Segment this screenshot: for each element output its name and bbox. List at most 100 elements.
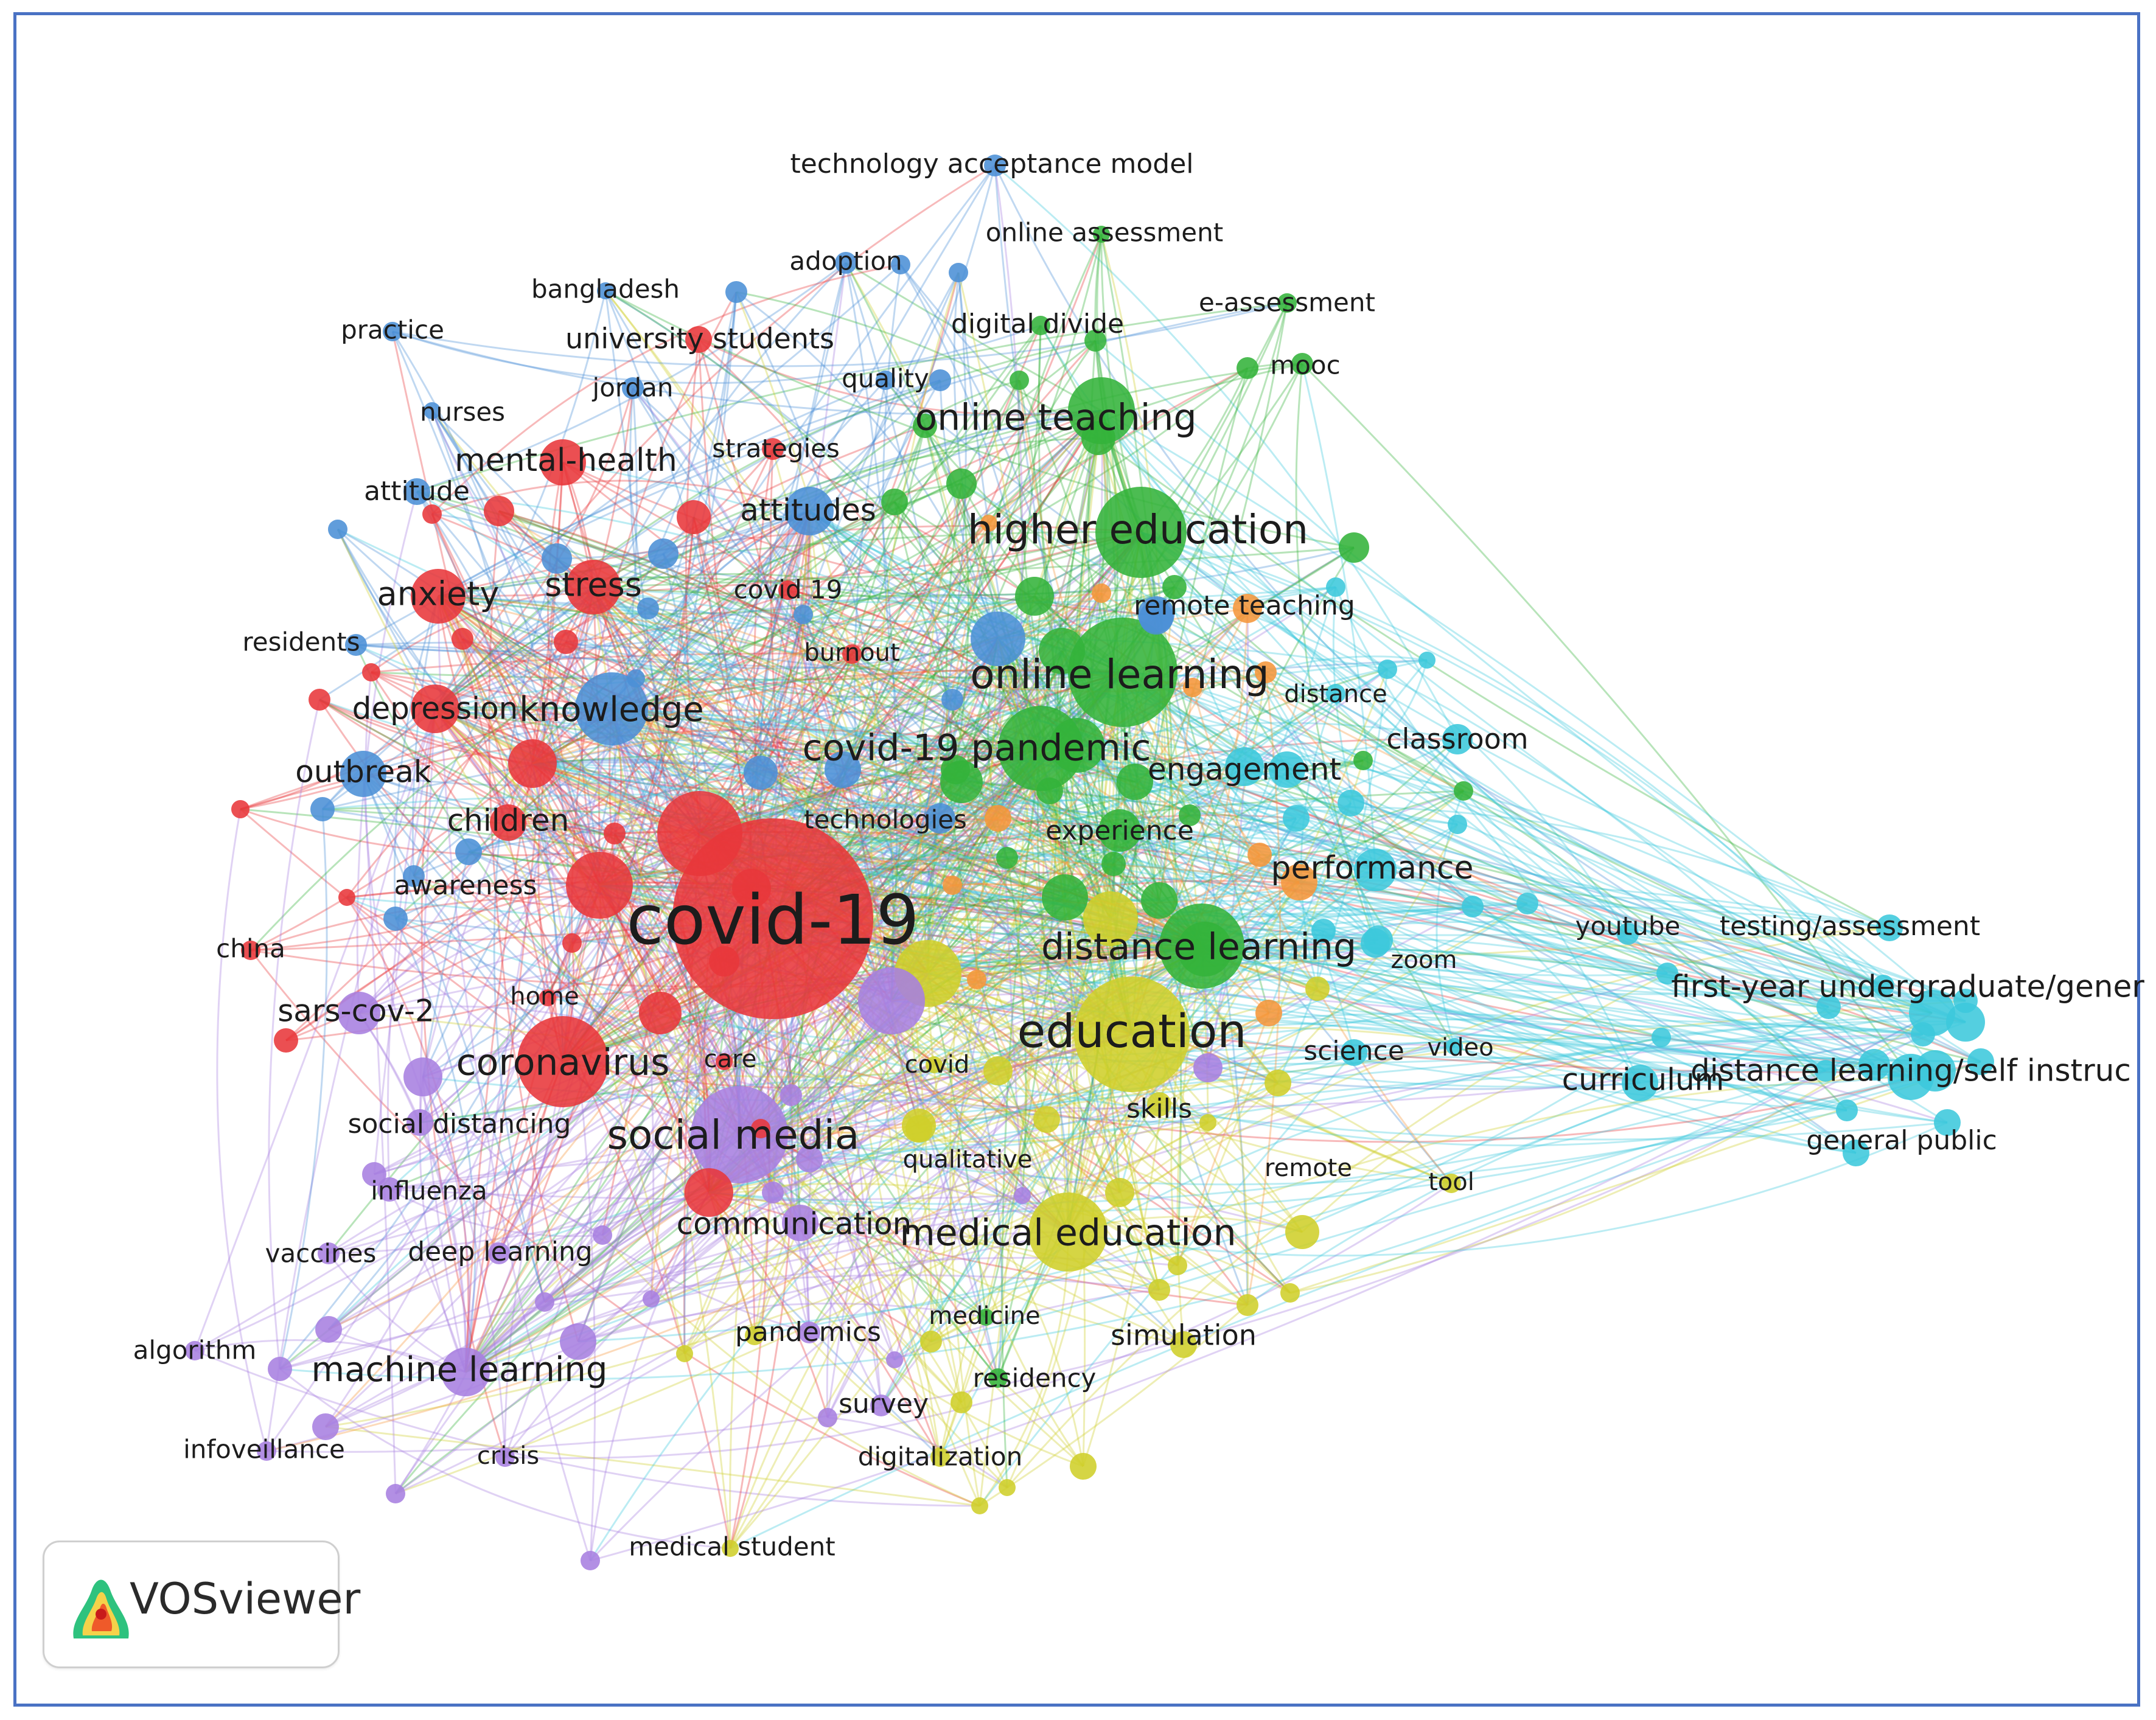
node-adoption[interactable] xyxy=(835,252,857,274)
node-label[interactable]: bangladesh xyxy=(531,274,680,304)
node[interactable] xyxy=(1281,864,1317,900)
node[interactable] xyxy=(780,1084,802,1106)
node[interactable] xyxy=(1911,1022,1935,1046)
node[interactable] xyxy=(1105,1178,1134,1207)
node-label[interactable]: burnout xyxy=(804,639,899,667)
node[interactable] xyxy=(676,1345,693,1362)
node[interactable] xyxy=(1042,874,1088,921)
node[interactable] xyxy=(941,689,963,711)
node-label[interactable]: anxiety xyxy=(377,575,500,613)
node[interactable] xyxy=(422,504,442,524)
node[interactable] xyxy=(1039,628,1085,674)
node[interactable] xyxy=(1934,1109,1961,1136)
node-children[interactable] xyxy=(490,804,526,841)
node-label[interactable]: medical education xyxy=(899,1212,1236,1255)
node[interactable] xyxy=(1265,1070,1291,1096)
node[interactable] xyxy=(920,1331,942,1353)
node[interactable] xyxy=(709,946,739,977)
node-covid-19[interactable] xyxy=(778,580,798,600)
node[interactable] xyxy=(562,933,582,953)
node[interactable] xyxy=(593,1225,612,1245)
node-e-assessment[interactable] xyxy=(1277,293,1297,313)
node-label[interactable]: machine learning xyxy=(312,1350,608,1390)
node-outbreak[interactable] xyxy=(340,751,386,797)
node-label[interactable]: quality xyxy=(842,364,929,394)
node[interactable] xyxy=(1816,995,1841,1019)
node-label[interactable]: algorithm xyxy=(133,1335,257,1365)
node-label[interactable]: video xyxy=(1427,1034,1493,1062)
node-label[interactable]: mental-health xyxy=(455,442,677,479)
node[interactable] xyxy=(1652,1028,1671,1047)
node-label[interactable]: influenza xyxy=(371,1176,487,1206)
node-attitudes[interactable] xyxy=(785,487,834,535)
node[interactable] xyxy=(825,751,861,788)
node-label[interactable]: medical student xyxy=(629,1532,836,1562)
node[interactable] xyxy=(1233,594,1262,623)
node[interactable] xyxy=(508,739,557,788)
node[interactable] xyxy=(1083,891,1138,946)
node[interactable] xyxy=(484,496,514,526)
node[interactable] xyxy=(744,756,778,790)
node-label[interactable]: nurses xyxy=(420,397,505,427)
node[interactable] xyxy=(328,520,347,539)
node[interactable] xyxy=(1084,330,1106,352)
node-label[interactable]: vaccines xyxy=(265,1239,377,1269)
node-online-learning[interactable] xyxy=(1068,618,1177,727)
node-label[interactable]: remote xyxy=(1265,1154,1352,1182)
node[interactable] xyxy=(796,1146,823,1172)
node-label[interactable]: china xyxy=(216,934,285,964)
node-simulation[interactable] xyxy=(1170,1331,1197,1358)
node-practice[interactable] xyxy=(383,322,402,341)
node-label[interactable]: covid xyxy=(905,1051,970,1079)
node-label[interactable]: communication xyxy=(677,1206,912,1242)
node[interactable] xyxy=(386,1484,405,1503)
node[interactable] xyxy=(1283,805,1310,832)
node-label[interactable]: coronavirus xyxy=(456,1042,670,1084)
node-online-teaching[interactable] xyxy=(1068,377,1135,444)
node-label[interactable]: attitudes xyxy=(740,493,876,528)
node-label[interactable]: university students xyxy=(565,322,834,355)
node[interactable] xyxy=(403,1057,442,1096)
node-label[interactable]: testing/assessment xyxy=(1720,911,1980,942)
node[interactable] xyxy=(1326,577,1345,597)
node[interactable] xyxy=(967,970,986,989)
node-label[interactable]: online assessment xyxy=(986,218,1223,248)
node[interactable] xyxy=(310,797,335,821)
node-experience[interactable] xyxy=(1098,809,1141,852)
node-label[interactable]: distance learning xyxy=(1041,926,1356,969)
node-label[interactable]: awareness xyxy=(394,870,537,901)
node-label[interactable]: outbreak xyxy=(295,754,431,790)
node-label[interactable]: covid-19 pandemic xyxy=(802,727,1151,770)
node[interactable] xyxy=(941,755,970,784)
node-crisis[interactable] xyxy=(495,1447,515,1467)
node[interactable] xyxy=(1148,1279,1170,1301)
node[interactable] xyxy=(1179,804,1201,826)
node[interactable] xyxy=(1454,781,1473,801)
node-attitude[interactable] xyxy=(403,478,430,505)
node[interactable] xyxy=(1311,919,1336,943)
node[interactable] xyxy=(943,876,962,895)
node-label[interactable]: general public xyxy=(1806,1125,1997,1156)
node-coronavirus[interactable] xyxy=(517,1016,609,1107)
node[interactable] xyxy=(1177,922,1232,977)
node-general-public[interactable] xyxy=(1843,1140,1869,1166)
node-deep-learning[interactable] xyxy=(488,1242,510,1264)
node[interactable] xyxy=(881,489,908,515)
node[interactable] xyxy=(604,823,626,844)
node-technology-acceptance-model[interactable] xyxy=(984,155,1006,176)
node-label[interactable]: technologies xyxy=(804,805,967,835)
node-higher-education[interactable] xyxy=(1095,487,1187,578)
node-depression[interactable] xyxy=(411,684,459,733)
node[interactable] xyxy=(1162,575,1187,599)
node-label[interactable]: strategies xyxy=(712,434,840,464)
node-remote[interactable] xyxy=(1285,1215,1319,1249)
node-performance[interactable] xyxy=(1354,849,1397,891)
node[interactable] xyxy=(639,992,682,1034)
node[interactable] xyxy=(971,1497,988,1514)
node[interactable] xyxy=(685,1168,733,1217)
node-label[interactable]: engagement xyxy=(1148,752,1341,787)
node-china[interactable] xyxy=(241,941,260,960)
node[interactable] xyxy=(1967,1048,1994,1075)
node[interactable] xyxy=(1914,1050,1956,1092)
node[interactable] xyxy=(858,967,925,1034)
